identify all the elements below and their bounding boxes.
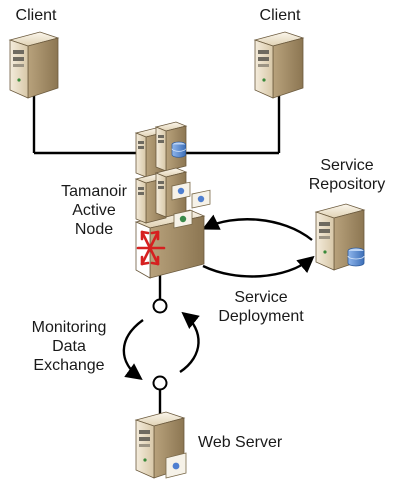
deploy-arrow-to-node bbox=[201, 214, 313, 241]
service-deployment-label-line-2: Deployment bbox=[218, 308, 304, 325]
monitoring-label-line-2: Data bbox=[52, 338, 86, 355]
monitoring-label-line-3: Exchange bbox=[33, 357, 105, 374]
web-server-label: Web Server bbox=[198, 434, 283, 451]
web-server-icon bbox=[135, 411, 187, 479]
router-arrows-icon bbox=[136, 230, 166, 266]
monitor-arrow-up bbox=[179, 311, 200, 373]
deploy-arrow-to-repo bbox=[202, 255, 315, 278]
service-repository-label-line-2: Repository bbox=[308, 176, 386, 193]
service-repository-label-line-1: Service bbox=[320, 157, 374, 174]
server-cluster-icon bbox=[134, 121, 211, 279]
database-server-icon bbox=[315, 203, 365, 271]
client-left-label: Client bbox=[15, 7, 57, 24]
monitoring-label-line-1: Monitoring bbox=[31, 319, 107, 336]
active-node-label-line-1: Tamanoir bbox=[61, 183, 127, 200]
monitor-endpoint-top bbox=[152, 298, 168, 314]
service-deployment-label: Service Deployment bbox=[206, 288, 316, 326]
active-node-label: Tamanoir Active Node bbox=[46, 182, 142, 239]
service-repository-label: Service Repository bbox=[300, 156, 394, 194]
monitoring-label: Monitoring Data Exchange bbox=[22, 318, 116, 375]
monitoring-arrows bbox=[122, 311, 200, 380]
monitor-arrow-down bbox=[122, 319, 144, 380]
deployment-arrows bbox=[201, 214, 315, 278]
server-tower-icon bbox=[254, 31, 304, 99]
server-tower-icon bbox=[9, 31, 59, 99]
monitor-endpoint-bottom bbox=[152, 375, 168, 391]
client-right-label: Client bbox=[259, 7, 301, 24]
active-node-label-line-3: Node bbox=[74, 221, 114, 238]
service-deployment-label-line-1: Service bbox=[234, 289, 288, 306]
active-node-label-line-2: Active bbox=[72, 202, 116, 219]
